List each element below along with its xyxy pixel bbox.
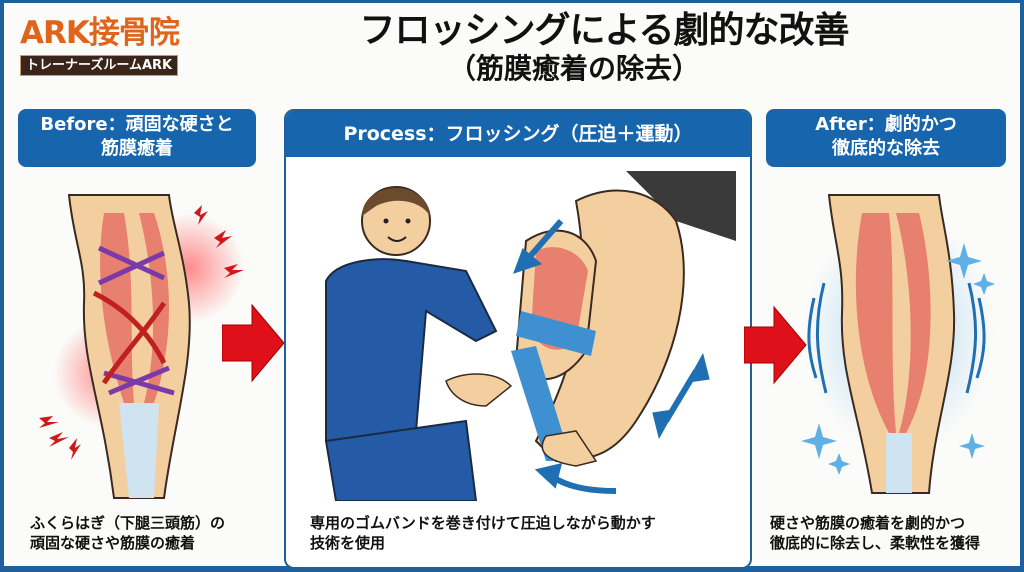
brand-name: ARK接骨院 bbox=[20, 15, 180, 51]
brand-subtitle: トレーナーズルームARK bbox=[20, 55, 179, 76]
before-caption: ふくらはぎ（下腿三頭筋）の 頑固な硬さや筋膜の癒着 bbox=[30, 513, 225, 553]
process-caption-line2: 技術を使用 bbox=[310, 534, 386, 552]
after-label: After：劇的かつ 徹底的な除去 bbox=[766, 109, 1006, 167]
arrow-right-icon bbox=[222, 303, 285, 383]
before-label: Before：頑固な硬さと 筋膜癒着 bbox=[18, 109, 256, 167]
after-label-line2: 徹底的な除去 bbox=[832, 138, 940, 159]
brand-logo: ARK接骨院 トレーナーズルームARK bbox=[20, 15, 180, 76]
process-panel: Process：フロッシング（圧迫＋運動） bbox=[284, 109, 752, 569]
title-sub: （筋膜癒着の除去） bbox=[447, 52, 700, 85]
arrow-right-icon bbox=[744, 305, 807, 385]
after-caption-line2: 徹底的に除去し、柔軟性を獲得 bbox=[770, 534, 981, 552]
before-calf-illustration bbox=[39, 194, 244, 499]
process-caption-line1: 専用のゴムバンドを巻き付けて圧迫しながら動かす bbox=[310, 514, 656, 532]
before-caption-line2: 頑固な硬さや筋膜の癒着 bbox=[30, 534, 196, 552]
after-caption-line1: 硬さや筋膜の癒着を劇的かつ bbox=[770, 514, 966, 532]
before-label-line2: 筋膜癒着 bbox=[101, 138, 173, 159]
after-caption: 硬さや筋膜の癒着を劇的かつ 徹底的に除去し、柔軟性を獲得 bbox=[770, 513, 980, 553]
flossing-illustration bbox=[324, 171, 736, 501]
process-caption: 専用のゴムバンドを巻き付けて圧迫しながら動かす 技術を使用 bbox=[310, 513, 656, 553]
infographic-frame: ARK接骨院 トレーナーズルームARK フロッシングによる劇的な改善 （筋膜癒着… bbox=[4, 3, 1020, 569]
process-label: Process：フロッシング（圧迫＋運動） bbox=[286, 111, 750, 157]
before-caption-line1: ふくらはぎ（下腿三頭筋）の bbox=[30, 514, 226, 532]
page-title: フロッシングによる劇的な改善 （筋膜癒着の除去） bbox=[284, 9, 924, 85]
title-main: フロッシングによる劇的な改善 bbox=[359, 10, 850, 51]
after-calf-illustration bbox=[801, 194, 995, 494]
after-label-line1: After：劇的かつ bbox=[815, 114, 957, 135]
before-label-line1: Before：頑固な硬さと bbox=[40, 114, 234, 135]
